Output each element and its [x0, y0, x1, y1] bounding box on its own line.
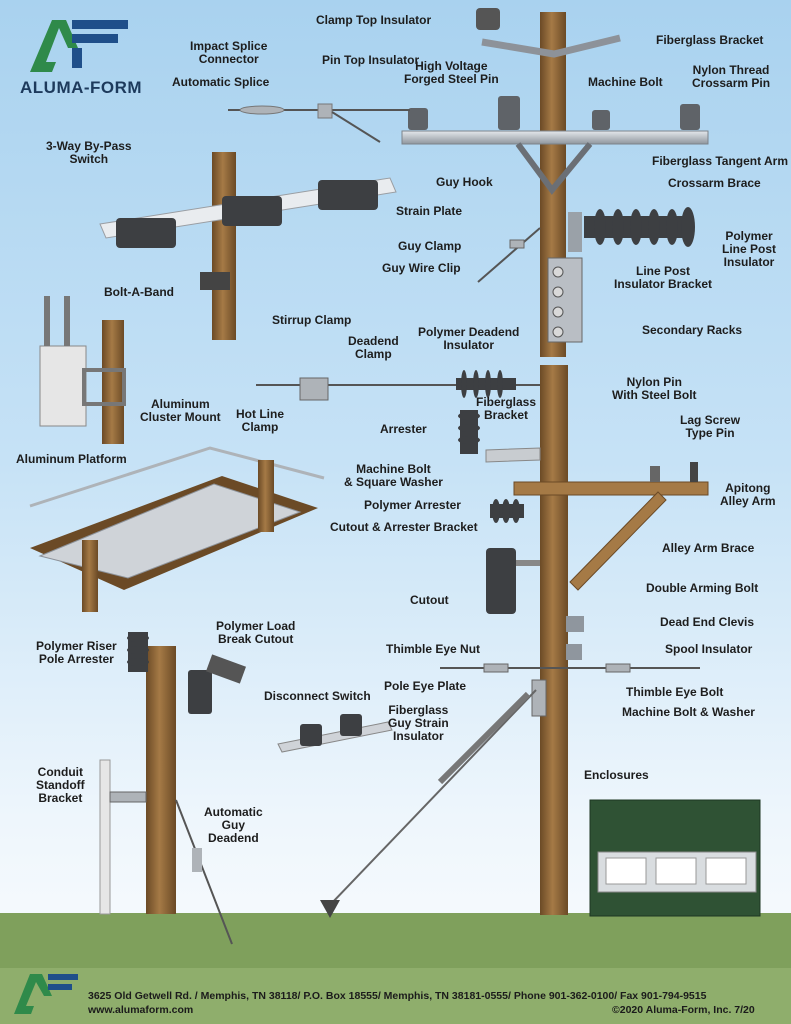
label-cutout: Cutout — [410, 593, 449, 607]
main-pole-lower — [540, 365, 568, 915]
footer-copyright: ©2020 Aluma-Form, Inc. 7/20 — [612, 1004, 755, 1016]
label-secondary-racks: Secondary Racks — [642, 323, 743, 337]
label-dead-end-clevis: Dead End Clevis — [660, 615, 755, 629]
label-guy-wire-clip: Guy Wire Clip — [382, 261, 461, 275]
fiberglass-tangent-arm — [401, 130, 709, 145]
label-automatic-splice: Automatic Splice — [172, 75, 270, 89]
label-guy-hook: Guy Hook — [436, 175, 493, 189]
footer-address: 3625 Old Getwell Rd. / Memphis, TN 38118… — [88, 990, 707, 1002]
label-machine-bolt-square-washer: Machine Bolt& Square Washer — [344, 462, 443, 489]
label-fiberglass-bracket: Fiberglass Bracket — [656, 33, 764, 47]
label-polymer-arrester: Polymer Arrester — [364, 498, 461, 512]
label-fiberglass-tangent-arm: Fiberglass Tangent Arm — [652, 154, 789, 168]
brand-name: ALUMA-FORM — [20, 78, 143, 97]
label-thimble-eye-bolt: Thimble Eye Bolt — [626, 685, 724, 699]
footer-bar — [0, 968, 791, 1024]
label-thimble-eye-nut: Thimble Eye Nut — [386, 642, 481, 656]
bypass-pole — [212, 152, 236, 340]
label-machine-bolt-washer: Machine Bolt & Washer — [622, 705, 755, 719]
aluminum-platform-art — [29, 446, 325, 612]
label-spool-insulator: Spool Insulator — [665, 642, 753, 656]
footer-logo — [14, 974, 78, 1014]
label-aluminum-platform: Aluminum Platform — [16, 452, 127, 466]
label-guy-clamp: Guy Clamp — [398, 239, 462, 253]
label-alley-arm-brace: Alley Arm Brace — [662, 541, 755, 555]
label-strain-plate: Strain Plate — [396, 204, 463, 218]
label-bolt-a-band: Bolt-A-Band — [104, 285, 174, 299]
label-pole-eye-plate: Pole Eye Plate — [384, 679, 467, 693]
aluma-form-logo — [30, 20, 128, 72]
footer-website[interactable]: www.alumaform.com — [88, 1004, 194, 1016]
enclosures-art — [589, 799, 761, 917]
label-disconnect-switch: Disconnect Switch — [264, 689, 371, 703]
apitong-alley-arm — [513, 481, 709, 496]
label-clamp-top-insulator: Clamp Top Insulator — [316, 13, 432, 27]
label-crossarm-brace: Crossarm Brace — [668, 176, 761, 190]
label-pin-top-insulator: Pin Top Insulator — [322, 53, 420, 67]
label-stirrup-clamp: Stirrup Clamp — [272, 313, 352, 327]
label-cutout-arrester-bracket: Cutout & Arrester Bracket — [330, 520, 478, 534]
label-arrester: Arrester — [380, 422, 427, 436]
label-double-arming-bolt: Double Arming Bolt — [646, 581, 759, 595]
label-enclosures: Enclosures — [584, 768, 649, 782]
label-machine-bolt: Machine Bolt — [588, 75, 663, 89]
